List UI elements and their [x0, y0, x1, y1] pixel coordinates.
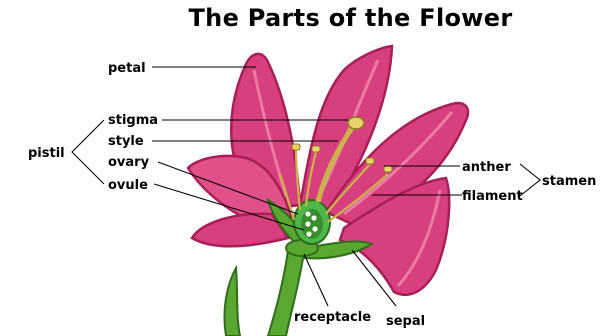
filament-label: filament	[462, 189, 523, 204]
ovule	[311, 215, 316, 220]
receptacle-label: receptacle	[294, 310, 371, 325]
ovule	[312, 226, 317, 231]
pistil-bracket	[72, 120, 104, 184]
stamen-label: stamen	[542, 174, 596, 189]
ovule	[305, 211, 310, 216]
pistil-label: pistil	[28, 146, 65, 161]
ovary-inner	[301, 209, 323, 239]
stigma-label: stigma	[108, 113, 158, 128]
sepal-label: sepal	[386, 314, 425, 329]
stigma	[348, 117, 364, 129]
anther-label: anther	[462, 160, 511, 175]
anther	[366, 158, 374, 164]
petal-label: petal	[108, 61, 146, 76]
style-label: style	[108, 134, 144, 149]
ovule	[305, 221, 310, 226]
receptacle-leader	[304, 254, 328, 306]
anther	[292, 144, 300, 150]
ovule-label: ovule	[108, 178, 148, 193]
petal-lower-left	[192, 214, 288, 247]
anther	[312, 146, 320, 152]
anther	[384, 166, 392, 172]
leaf	[224, 268, 240, 336]
ovule	[306, 231, 311, 236]
ovary-label: ovary	[108, 155, 150, 170]
stamen-bracket	[520, 164, 540, 196]
